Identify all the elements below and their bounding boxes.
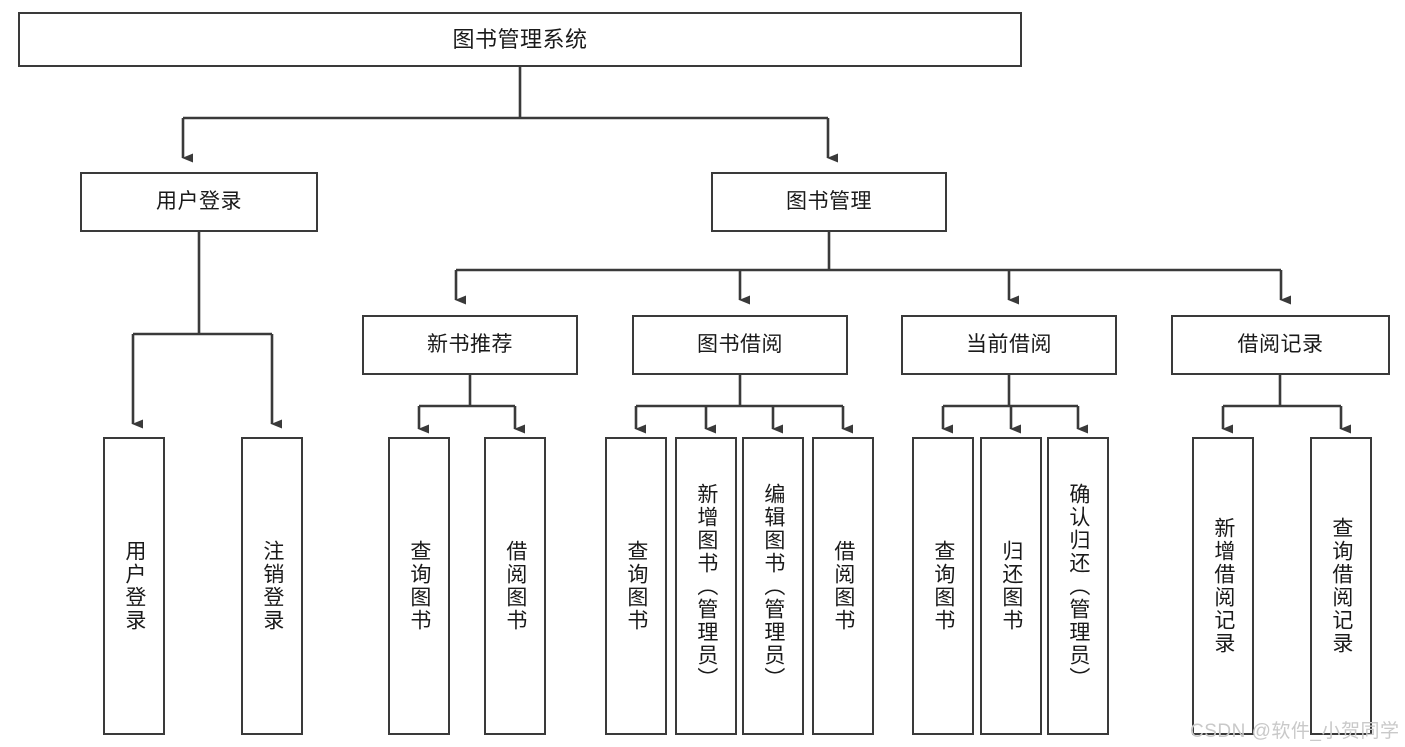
node-new-book-recommend[interactable]: 新书推荐	[362, 315, 578, 375]
node-label: 查询图书	[931, 540, 955, 632]
node-book-management[interactable]: 图书管理	[711, 172, 947, 232]
node-book-borrow[interactable]: 图书借阅	[632, 315, 848, 375]
node-label: 图书借阅	[697, 332, 783, 356]
leaf-user-login-login[interactable]: 用户登录	[103, 437, 165, 735]
leaf-new-book-borrow-book[interactable]: 借阅图书	[484, 437, 546, 735]
leaf-new-book-query-book[interactable]: 查询图书	[388, 437, 450, 735]
node-label: 新增借阅记录	[1211, 517, 1235, 655]
leaf-current-confirm-return-admin[interactable]: 确认归还（管理员）	[1047, 437, 1109, 735]
leaf-current-query-book[interactable]: 查询图书	[912, 437, 974, 735]
node-label: 查询图书	[624, 540, 648, 632]
leaf-record-add-borrow-record[interactable]: 新增借阅记录	[1192, 437, 1254, 735]
node-label: 归还图书	[999, 540, 1023, 632]
leaf-user-login-logout[interactable]: 注销登录	[241, 437, 303, 735]
leaf-borrow-borrow-book[interactable]: 借阅图书	[812, 437, 874, 735]
node-label: 新书推荐	[427, 332, 513, 356]
node-root-book-management-system[interactable]: 图书管理系统	[18, 12, 1022, 67]
node-user-login[interactable]: 用户登录	[80, 172, 318, 232]
node-label: 新增图书（管理员）	[694, 482, 718, 690]
node-current-borrow[interactable]: 当前借阅	[901, 315, 1117, 375]
watermark-text: CSDN @软件_小贺同学	[1190, 721, 1400, 742]
node-label: 借阅图书	[503, 540, 527, 632]
node-label: 图书管理	[786, 189, 872, 213]
node-borrow-record[interactable]: 借阅记录	[1171, 315, 1390, 375]
node-label: 图书管理系统	[452, 26, 588, 52]
leaf-current-return-book[interactable]: 归还图书	[980, 437, 1042, 735]
node-label: 查询借阅记录	[1329, 517, 1353, 655]
node-label: 注销登录	[260, 540, 284, 632]
node-label: 查询图书	[407, 540, 431, 632]
leaf-borrow-edit-book-admin[interactable]: 编辑图书（管理员）	[742, 437, 804, 735]
node-label: 确认归还（管理员）	[1066, 482, 1090, 690]
node-label: 用户登录	[122, 540, 146, 632]
node-label: 编辑图书（管理员）	[761, 482, 785, 690]
node-label: 借阅图书	[831, 540, 855, 632]
node-label: 用户登录	[156, 189, 242, 213]
node-label: 当前借阅	[966, 332, 1052, 356]
leaf-record-query-borrow-record[interactable]: 查询借阅记录	[1310, 437, 1372, 735]
node-label: 借阅记录	[1237, 332, 1324, 356]
leaf-borrow-add-book-admin[interactable]: 新增图书（管理员）	[675, 437, 737, 735]
leaf-borrow-query-book[interactable]: 查询图书	[605, 437, 667, 735]
